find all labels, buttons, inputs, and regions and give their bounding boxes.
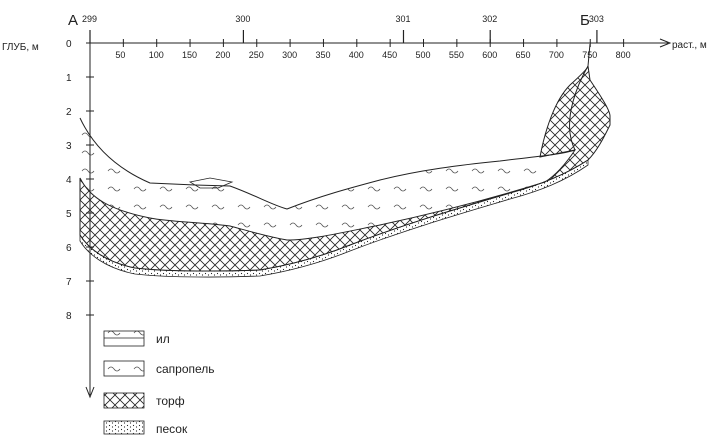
distance-tick-label: 450 (382, 50, 397, 60)
distance-axis-label: раст., м (672, 40, 707, 51)
distance-tick-label: 200 (215, 50, 230, 60)
distance-tick-label: 700 (549, 50, 564, 60)
legend: ил сапропель торф песок (103, 330, 215, 436)
distance-tick-label: 550 (449, 50, 464, 60)
depth-tick-label: 4 (66, 175, 72, 186)
station-label: 303 (589, 14, 604, 24)
legend-item-silt: ил (103, 330, 170, 347)
distance-tick-label: 100 (149, 50, 164, 60)
depth-ticks: 0 1 2 3 4 5 6 7 8 (66, 39, 94, 322)
distance-tick-label: 350 (315, 50, 330, 60)
distance-tick-label: 50 (115, 50, 125, 60)
distance-tick-label: 650 (516, 50, 531, 60)
depth-tick-label: 3 (66, 141, 72, 152)
distance-tick-label: 600 (482, 50, 497, 60)
station-label: 300 (235, 14, 250, 24)
depth-tick-label: 1 (66, 73, 72, 84)
distance-tick-label: 500 (416, 50, 431, 60)
depth-tick-label: 5 (66, 209, 72, 220)
distance-tick-label: 300 (282, 50, 297, 60)
legend-item-sapropel: сапропель (103, 360, 215, 377)
depth-tick-label: 6 (66, 243, 72, 254)
profile-start-label: А (68, 12, 78, 29)
distance-tick-label: 250 (249, 50, 264, 60)
profile-end-label: Б (580, 12, 590, 29)
layer-sand (79, 159, 589, 278)
depth-tick-label: 0 (66, 39, 72, 50)
legend-label-sand: песок (156, 422, 188, 436)
depth-tick-label: 7 (66, 277, 72, 288)
station-label: 299 (82, 14, 97, 24)
legend-label-silt: ил (156, 332, 170, 346)
legend-label-sapropel: сапропель (156, 362, 215, 376)
legend-item-sand: песок (103, 420, 188, 436)
station-label: 301 (395, 14, 410, 24)
distance-tick-label: 750 (582, 50, 597, 60)
distance-tick-label: 800 (616, 50, 631, 60)
distance-ticks: 50 100 150 200 250 300 350 400 450 500 550 600 650 70… (115, 39, 631, 60)
depth-axis-label: ГЛУБ, м (2, 42, 39, 53)
legend-item-peat: торф (103, 392, 185, 409)
distance-axis (90, 38, 672, 48)
depth-tick-label: 2 (66, 107, 72, 118)
distance-tick-label: 150 (182, 50, 197, 60)
station-markers: 299 300 301 302 303 (82, 14, 604, 43)
legend-label-peat: торф (156, 394, 185, 408)
distance-tick-label: 400 (349, 50, 364, 60)
depth-axis (85, 43, 95, 399)
depth-tick-label: 8 (66, 311, 72, 322)
station-label: 302 (482, 14, 497, 24)
